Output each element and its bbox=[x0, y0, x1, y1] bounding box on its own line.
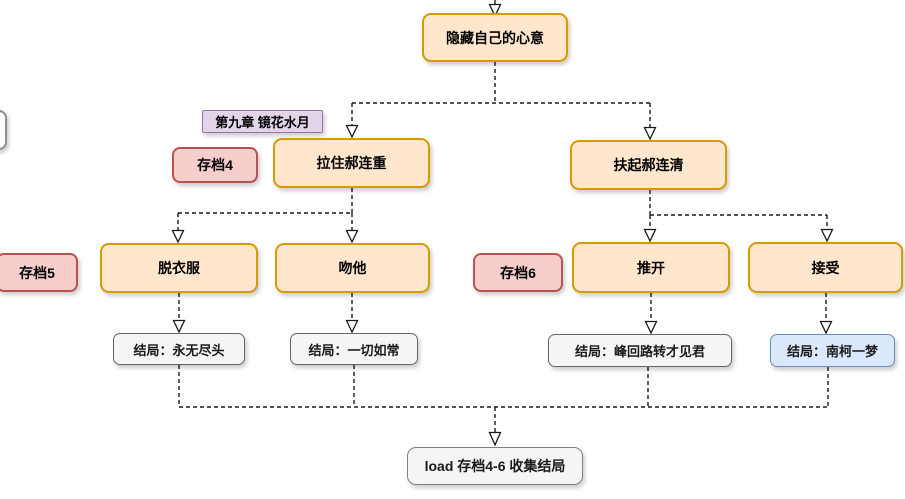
node-push-away[interactable]: 推开 bbox=[572, 242, 730, 293]
node-hide-feelings[interactable]: 隐藏自己的心意 bbox=[422, 13, 568, 62]
ending-nanke-dream[interactable]: 结局：南柯一梦 bbox=[770, 334, 895, 367]
ending-endless[interactable]: 结局：永无尽头 bbox=[113, 333, 245, 365]
node-help-haolianqing[interactable]: 扶起郝连清 bbox=[570, 140, 727, 190]
node-pull-haolianzhong[interactable]: 拉住郝连重 bbox=[273, 138, 430, 188]
partial-node-left-edge[interactable] bbox=[0, 110, 7, 150]
node-accept[interactable]: 接受 bbox=[748, 242, 903, 293]
save-slot-5-label[interactable]: 存档5 bbox=[0, 253, 78, 292]
ending-all-as-usual[interactable]: 结局：一切如常 bbox=[290, 333, 418, 365]
node-load-saves-note[interactable]: load 存档4-6 收集结局 bbox=[407, 447, 583, 485]
chapter-label: 第九章 镜花水月 bbox=[202, 110, 323, 133]
node-undress[interactable]: 脱衣服 bbox=[100, 243, 258, 293]
save-slot-6-label[interactable]: 存档6 bbox=[473, 253, 563, 292]
ending-turnaround[interactable]: 结局：峰回路转才见君 bbox=[548, 334, 732, 367]
node-kiss[interactable]: 吻他 bbox=[275, 243, 430, 293]
save-slot-4-label[interactable]: 存档4 bbox=[172, 147, 258, 183]
